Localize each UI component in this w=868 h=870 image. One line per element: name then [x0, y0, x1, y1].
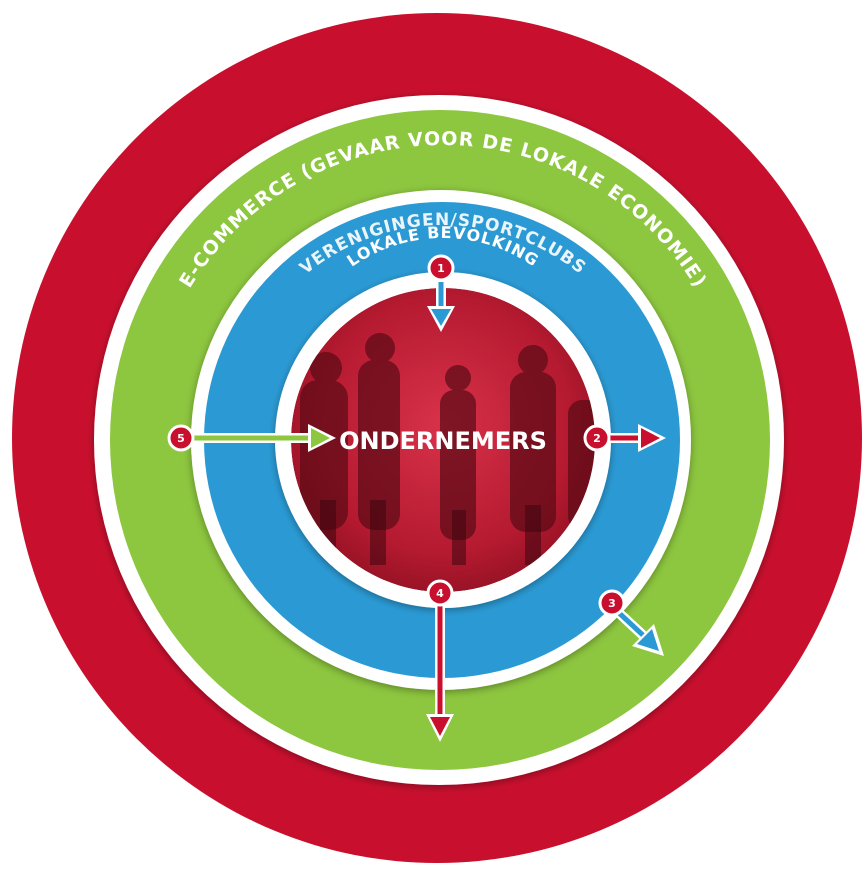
marker-4: 4	[426, 579, 454, 607]
arrow-3	[614, 608, 664, 656]
marker-2: 2	[583, 424, 611, 452]
svg-text:1: 1	[437, 262, 445, 275]
ondernemers-photo	[291, 288, 595, 592]
svg-text:2: 2	[593, 432, 601, 445]
svg-text:5: 5	[177, 432, 185, 445]
marker-3: 3	[598, 589, 626, 617]
marker-1: 1	[427, 254, 455, 282]
arrow-4	[426, 600, 454, 742]
arrow-1	[427, 282, 455, 332]
svg-text:4: 4	[436, 587, 444, 600]
svg-text:3: 3	[608, 597, 616, 610]
center-label: ONDERNEMERS	[339, 427, 547, 455]
marker-5: 5	[167, 424, 195, 452]
arrow-5	[190, 424, 336, 452]
